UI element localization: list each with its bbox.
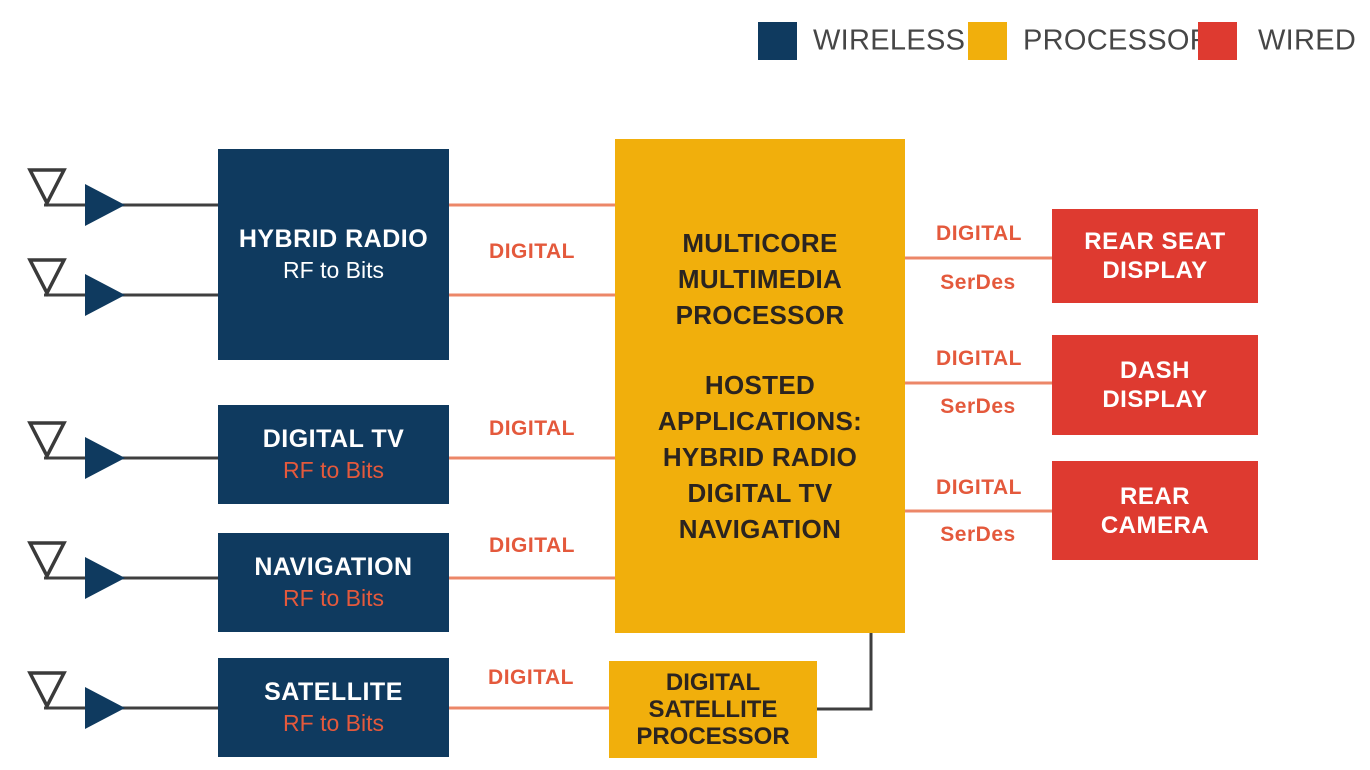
digital-link-label: DIGITAL	[936, 347, 1022, 370]
digital-link-label: DIGITAL	[489, 240, 575, 263]
dash-display-box: DASH DISPLAY	[1052, 335, 1258, 435]
satellite-box: SATELLITE RF to Bits	[218, 658, 449, 757]
legend-swatch-wired	[1198, 22, 1237, 60]
digital-satellite-processor-box: DIGITAL SATELLITE PROCESSOR	[609, 661, 817, 758]
digital-link-label: DIGITAL	[489, 534, 575, 557]
processor-hosted-applications: HOSTED APPLICATIONS: HYBRID RADIO DIGITA…	[657, 370, 863, 544]
amplifier-icon	[85, 437, 125, 479]
navigation-box: NAVIGATION RF to Bits	[218, 533, 449, 632]
multicore-multimedia-processor-box: MULTICORE MULTIMEDIA PROCESSOR HOSTED AP…	[615, 139, 905, 633]
digital-tv-box: DIGITAL TV RF to Bits	[218, 405, 449, 504]
digital-link-label: DIGITAL	[936, 476, 1022, 499]
digital-tv-title: DIGITAL TV	[262, 424, 405, 453]
legend-swatch-wireless	[758, 22, 797, 60]
hybrid-radio-box: HYBRID RADIO RF to Bits	[218, 149, 449, 360]
antenna-icon	[27, 258, 218, 316]
antenna-icon	[27, 671, 218, 729]
serdes-link-label: SerDes	[940, 395, 1016, 418]
antenna-icon	[27, 541, 218, 599]
antenna-icon	[27, 421, 218, 479]
navigation-title: NAVIGATION	[254, 552, 413, 581]
legend-label-wireless: WIRELESS	[813, 24, 966, 57]
rear-seat-display-box: REAR SEAT DISPLAY	[1052, 209, 1258, 303]
serdes-link-label: SerDes	[940, 523, 1016, 546]
digital-link-label: DIGITAL	[936, 222, 1022, 245]
digital-link-label: DIGITAL	[489, 417, 575, 440]
legend-swatch-processor	[968, 22, 1007, 60]
legend-label-wired: WIRED	[1258, 24, 1357, 57]
amplifier-icon	[85, 184, 125, 226]
satellite-processor-connector	[817, 633, 873, 711]
amplifier-icon	[85, 557, 125, 599]
digital-tv-subtitle: RF to Bits	[283, 456, 384, 483]
satellite-subtitle: RF to Bits	[283, 709, 384, 736]
hybrid-radio-title: HYBRID RADIO	[238, 224, 429, 253]
rear-camera-box: REAR CAMERA	[1052, 461, 1258, 560]
amplifier-icon	[85, 274, 125, 316]
satellite-title: SATELLITE	[264, 677, 403, 706]
antenna-icon	[27, 168, 218, 226]
legend-label-processor: PROCESSOR	[1023, 24, 1212, 57]
hybrid-radio-subtitle: RF to Bits	[283, 256, 384, 283]
amplifier-icon	[85, 687, 125, 729]
serdes-link-label: SerDes	[940, 271, 1016, 294]
navigation-subtitle: RF to Bits	[283, 584, 384, 611]
processor-title: MULTICORE MULTIMEDIA PROCESSOR	[675, 228, 845, 330]
digital-link-label: DIGITAL	[488, 666, 574, 689]
